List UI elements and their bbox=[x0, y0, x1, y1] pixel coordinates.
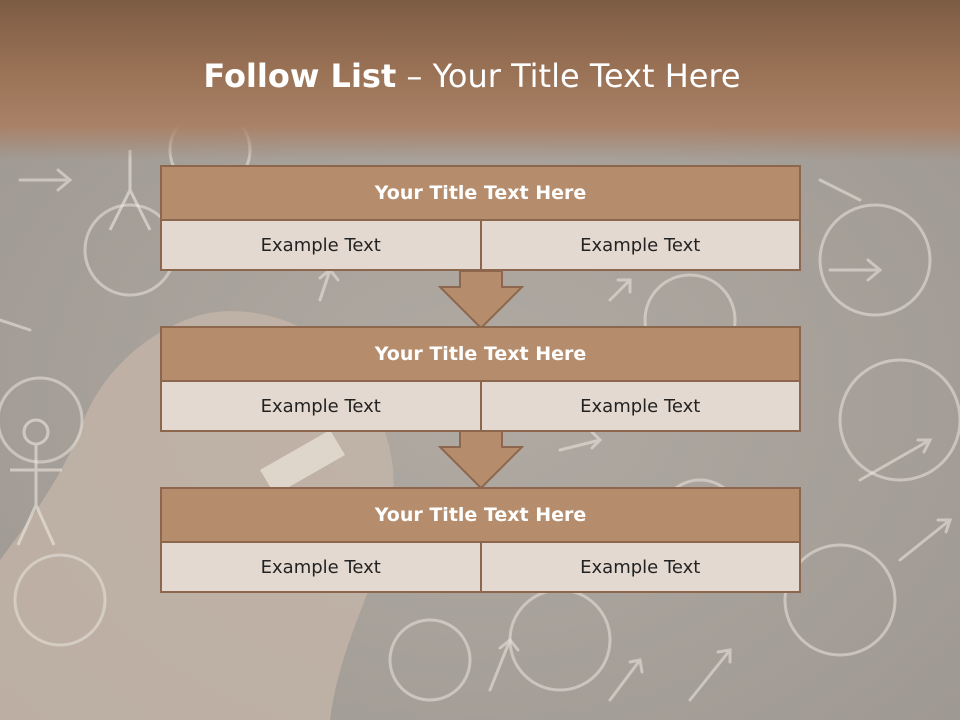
block-row: Example Text Example Text bbox=[160, 543, 801, 593]
list-block-1: Your Title Text Here Example Text Exampl… bbox=[160, 165, 801, 271]
block-title[interactable]: Your Title Text Here bbox=[160, 165, 801, 221]
block-row: Example Text Example Text bbox=[160, 382, 801, 432]
block-cell-right[interactable]: Example Text bbox=[481, 382, 801, 432]
block-row: Example Text Example Text bbox=[160, 221, 801, 271]
title-bold: Follow List bbox=[203, 57, 397, 95]
block-cell-left[interactable]: Example Text bbox=[160, 543, 482, 593]
down-arrow-icon bbox=[438, 430, 524, 490]
block-title[interactable]: Your Title Text Here bbox=[160, 326, 801, 382]
title-text: Your Title Text Here bbox=[432, 57, 741, 95]
block-cell-right[interactable]: Example Text bbox=[481, 543, 801, 593]
block-title[interactable]: Your Title Text Here bbox=[160, 487, 801, 543]
list-block-3: Your Title Text Here Example Text Exampl… bbox=[160, 487, 801, 593]
block-cell-left[interactable]: Example Text bbox=[160, 221, 482, 271]
block-cell-right[interactable]: Example Text bbox=[481, 221, 801, 271]
title-bar bbox=[0, 0, 960, 160]
down-arrow-icon bbox=[438, 270, 524, 330]
block-cell-left[interactable]: Example Text bbox=[160, 382, 482, 432]
title-separator: – bbox=[406, 57, 423, 95]
list-block-2: Your Title Text Here Example Text Exampl… bbox=[160, 326, 801, 432]
page-title: Follow List – Your Title Text Here bbox=[0, 52, 944, 100]
